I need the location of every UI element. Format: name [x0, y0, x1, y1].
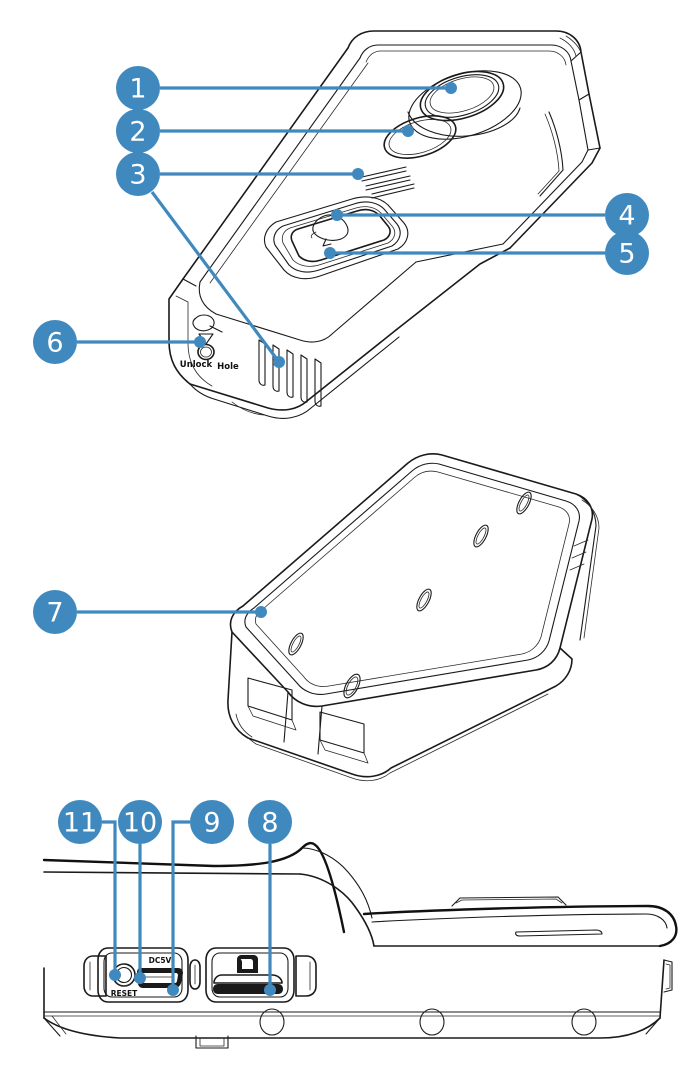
bracket-clip-windows: [247, 677, 369, 764]
leader-dot-3a: [352, 168, 364, 180]
light-sensor: [383, 115, 457, 159]
callout-number-6: 6: [46, 328, 63, 359]
callout-marker-6[interactable]: 6: [33, 320, 77, 364]
callout-markers: 1 2 3 4 5 6 7 8: [33, 66, 649, 844]
reset-label: RESET: [111, 989, 138, 998]
callout-number-3: 3: [129, 160, 146, 191]
callout-marker-5[interactable]: 5: [605, 231, 649, 275]
microphone-vents: [258, 339, 322, 407]
leader-lines: [77, 82, 605, 996]
callout-marker-3[interactable]: 3: [116, 152, 160, 196]
bottom-mount-holes: [195, 1008, 597, 1049]
unlock-hole-label-word2: Hole: [217, 362, 239, 372]
callout-number-2: 2: [129, 117, 146, 148]
callout-number-7: 7: [46, 598, 63, 629]
leader-dot-6: [194, 336, 206, 348]
view-mounting-bracket: [227, 453, 600, 782]
callout-number-1: 1: [129, 74, 146, 105]
callout-number-4: 4: [618, 201, 635, 232]
leader-line-9: [171, 820, 190, 990]
led-indicator-ring: [281, 206, 396, 267]
callout-marker-11[interactable]: 11: [58, 800, 102, 844]
bracket-screw-holes: [288, 491, 532, 699]
leader-dot-2: [402, 125, 414, 137]
leader-dot-9: [167, 984, 179, 996]
callout-number-11: 11: [63, 808, 97, 839]
leader-dot-3b: [273, 356, 285, 368]
power-label: DC5V: [149, 956, 172, 965]
callout-marker-1[interactable]: 1: [116, 66, 160, 110]
view-bottom-edge: RESET DC5V: [42, 841, 678, 1049]
leader-dot-4: [331, 209, 343, 221]
callout-number-5: 5: [618, 239, 635, 270]
callout-number-9: 9: [203, 808, 220, 839]
leader-dot-8: [264, 984, 276, 996]
port-cover-latch: [189, 959, 201, 990]
callout-marker-10[interactable]: 10: [118, 800, 162, 844]
callout-marker-4[interactable]: 4: [605, 193, 649, 237]
callout-marker-8[interactable]: 8: [248, 800, 292, 844]
doorbell-button-assembly[interactable]: [263, 196, 409, 280]
leader-dot-10: [134, 972, 146, 984]
leader-dot-11: [109, 969, 121, 981]
camera-lens: [407, 70, 522, 140]
leader-dot-5: [324, 247, 336, 259]
leader-dot-1: [445, 82, 457, 94]
callout-number-10: 10: [123, 808, 157, 839]
leader-line-3b: [150, 191, 281, 363]
callout-marker-2[interactable]: 2: [116, 109, 160, 153]
speaker-grille: [361, 166, 415, 199]
unlock-hole-label-word1: Unlock: [180, 360, 213, 370]
leader-dot-7: [255, 606, 267, 618]
leader-line-11: [102, 820, 117, 975]
callout-marker-7[interactable]: 7: [33, 590, 77, 634]
callout-marker-9[interactable]: 9: [190, 800, 234, 844]
callout-number-8: 8: [261, 808, 278, 839]
